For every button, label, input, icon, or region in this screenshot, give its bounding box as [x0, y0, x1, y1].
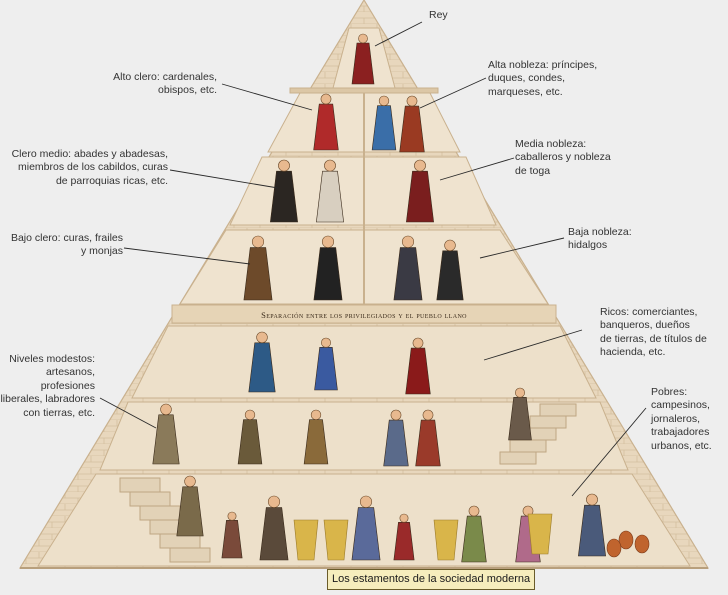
pot-icon	[634, 534, 650, 554]
label-line: de tierras, de títulos de	[600, 332, 707, 345]
label-line: Ricos: comerciantes,	[600, 306, 698, 318]
craftsman-figure-2	[415, 409, 441, 467]
label-line: jornaleros,	[651, 412, 701, 425]
landowner-figure	[405, 337, 431, 395]
label-line: caballeros y nobleza	[515, 151, 611, 164]
tier-modest	[99, 401, 629, 471]
label-alta-nobleza: Alta nobleza: príncipes, duques, condes,…	[488, 59, 597, 99]
farmer-figure	[152, 403, 180, 465]
child-figure-2	[393, 513, 415, 561]
hidalgo-figure-2	[436, 239, 464, 301]
separator-label: Separación entre los privilegiados y el …	[261, 310, 467, 320]
label-line: urbanos, etc.	[651, 439, 712, 452]
noblewoman-figure	[371, 95, 397, 151]
wheat-sheaf-icon	[323, 519, 349, 561]
priest-figure	[313, 235, 343, 301]
gleaner-figure	[351, 495, 381, 561]
label-niveles-modestos: Niveles modestos: artesanos, profesiones…	[0, 353, 95, 420]
label-line: Alta nobleza: príncipes,	[488, 59, 598, 71]
label-line: y monjas	[80, 245, 123, 258]
merchant-figure	[248, 331, 276, 393]
separator-band	[171, 304, 557, 324]
label-line: de toga	[515, 164, 551, 177]
friar-figure	[243, 235, 273, 301]
label-line: Pobres:	[651, 386, 688, 398]
artisan-figure	[237, 409, 263, 465]
label-line: marqueses, etc.	[488, 85, 563, 98]
hidalgo-figure	[393, 235, 423, 301]
label-line: obispos, etc.	[158, 84, 217, 97]
label-alto-clero: Alto clero: cardenales, obispos, etc.	[113, 71, 217, 98]
label-line: Media nobleza:	[515, 138, 587, 150]
label-line: hacienda, etc.	[600, 346, 666, 359]
label-pobres: Pobres: campesinos, jornaleros, trabajad…	[651, 386, 712, 453]
label-line: liberales, labradores	[0, 393, 95, 406]
label-line: Alto clero: cardenales,	[113, 71, 217, 83]
label-line: Baja nobleza:	[568, 226, 632, 238]
climbing-worker-figure	[508, 387, 532, 441]
carpenter-figure	[303, 409, 329, 465]
knight-figure	[406, 159, 434, 223]
child-figure	[221, 511, 243, 559]
king-figure	[351, 33, 375, 85]
reaper-figure	[259, 495, 289, 561]
abbot-figure	[270, 159, 298, 223]
wheat-sheaf-icon	[293, 519, 319, 561]
label-line: profesiones	[40, 379, 95, 392]
label-line: con tierras, etc.	[23, 406, 95, 419]
label-line: Bajo clero: curas, frailes	[10, 232, 123, 244]
label-baja-nobleza: Baja nobleza: hidalgos	[568, 226, 632, 253]
label-line: miembros de los cabildos, curas	[18, 161, 168, 174]
label-line: de parroquias ricas, etc.	[55, 174, 168, 187]
caption: Los estamentos de la sociedad moderna	[327, 569, 536, 590]
stairs-left	[119, 477, 211, 563]
label-line: campesinos,	[651, 399, 710, 412]
label-line: hidalgos	[568, 239, 608, 252]
label-bajo-clero: Bajo clero: curas, frailes y monjas	[11, 232, 123, 259]
label-clero-medio: Clero medio: abades y abadesas, miembros…	[12, 148, 168, 188]
label-line: duques, condes,	[488, 72, 566, 85]
cardinal-figure	[313, 93, 339, 151]
banker-figure	[314, 337, 338, 391]
pot-icon	[618, 530, 634, 550]
wheat-sheaf-icon	[433, 519, 459, 561]
laborer-figure	[461, 505, 487, 563]
tier-rich	[131, 325, 597, 399]
leader-lines	[99, 21, 647, 497]
label-line: artesanos,	[45, 366, 95, 379]
label-line: Niveles modestos:	[9, 353, 95, 365]
stairs-right	[499, 403, 577, 465]
label-line: trabajadores	[651, 426, 710, 439]
label-line: Clero medio: abades y abadesas,	[11, 148, 168, 160]
wheat-sheaf-icon	[527, 513, 553, 555]
pot-icon	[606, 538, 622, 558]
craftsman-figure	[383, 409, 409, 467]
figures	[152, 33, 650, 563]
label-ricos: Ricos: comerciantes, banqueros, dueños d…	[600, 306, 707, 360]
potter-figure	[578, 493, 606, 557]
canon-figure	[316, 159, 344, 223]
label-rey: Rey	[429, 9, 448, 22]
label-media-nobleza: Media nobleza: caballeros y nobleza de t…	[515, 138, 611, 178]
peasant-figure	[176, 475, 204, 537]
label-line: Rey	[429, 9, 448, 21]
label-line: banqueros, dueños	[600, 319, 690, 332]
nobleman-figure	[399, 95, 425, 153]
